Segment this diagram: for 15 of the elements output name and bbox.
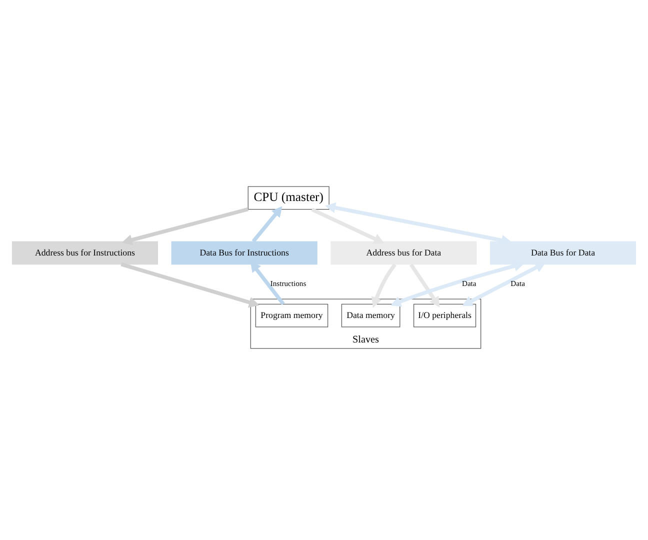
arrow [325, 202, 512, 246]
node-box: Program memory [255, 304, 328, 328]
arrow [120, 262, 260, 308]
node-box: Address bus for Data [330, 241, 477, 265]
node-box: I/O peripherals [413, 304, 476, 328]
node-box: Data Bus for Data [490, 241, 636, 265]
node-box: CPU (master) [248, 186, 330, 210]
node-box: Data memory [341, 304, 400, 328]
node-box: Data Bus for Instructions [171, 241, 318, 265]
node-box: Address bus for Instructions [12, 241, 158, 265]
arrow [462, 262, 546, 306]
arrow [311, 208, 384, 244]
arrow [371, 263, 396, 308]
arrow [409, 263, 440, 308]
arrow [252, 206, 282, 243]
